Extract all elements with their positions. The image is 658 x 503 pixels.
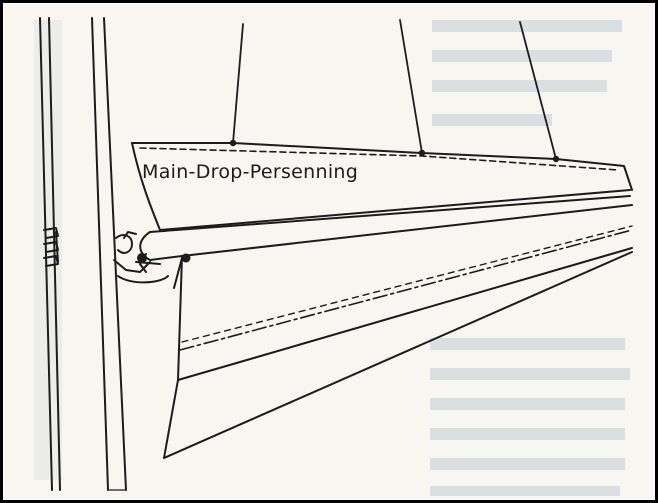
lazy-jack-attachment-points [229, 139, 560, 163]
mast [39, 17, 127, 491]
line-art [39, 17, 633, 491]
bleed-through-text [34, 20, 630, 496]
sail-cover [131, 142, 633, 231]
lower-cover [163, 247, 633, 459]
lazy-jack-lines [232, 19, 557, 160]
gooseneck [113, 231, 191, 284]
boom [139, 195, 633, 261]
lower-cover-seam-inner [181, 225, 633, 343]
mast-fitting [43, 227, 59, 267]
cover-label: Main-Drop-Persenning [142, 161, 358, 183]
lower-cover-seam [179, 229, 633, 351]
paper-background [4, 4, 654, 499]
